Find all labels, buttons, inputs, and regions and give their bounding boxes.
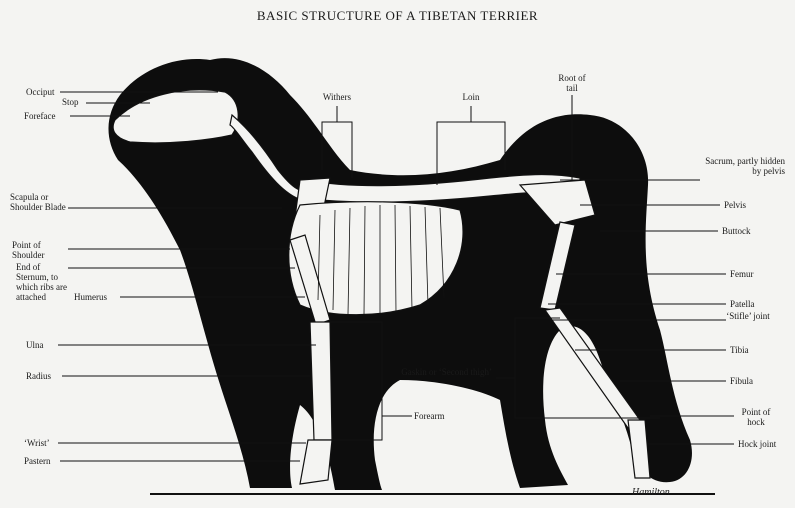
label-radius: Radius bbox=[26, 371, 51, 381]
label-withers: Withers bbox=[310, 92, 364, 102]
label-fibula: Fibula bbox=[730, 376, 753, 386]
label-loin: Loin bbox=[444, 92, 498, 102]
label-pastern: Pastern bbox=[24, 456, 51, 466]
label-end-of-sternum: End of Sternum, to which ribs are attach… bbox=[16, 262, 68, 302]
label-wrist: ‘Wrist’ bbox=[24, 438, 50, 448]
label-root-of-tail: Root of tail bbox=[552, 73, 592, 93]
label-ulna: Ulna bbox=[26, 340, 44, 350]
label-foreface: Foreface bbox=[24, 111, 55, 121]
label-occiput: Occiput bbox=[26, 87, 55, 97]
front-pastern bbox=[300, 440, 332, 484]
label-tibia: Tibia bbox=[730, 345, 749, 355]
label-sacrum: Sacrum, partly hidden by pelvis bbox=[700, 156, 785, 176]
label-scapula: Scapula or Shoulder Blade bbox=[10, 192, 68, 212]
label-point-of-hock: Point of hock bbox=[736, 407, 776, 427]
label-hock-joint: Hock joint bbox=[738, 439, 776, 449]
artist-signature: Hamilton bbox=[632, 488, 670, 498]
label-buttock: Buttock bbox=[722, 226, 751, 236]
label-stifle-joint: ‘Stifle’ joint bbox=[724, 311, 772, 321]
label-patella: Patella bbox=[730, 299, 755, 309]
label-forearm: Forearm bbox=[414, 411, 445, 421]
label-pelvis: Pelvis bbox=[724, 200, 746, 210]
label-point-of-shoulder: Point of Shoulder bbox=[12, 240, 62, 260]
forearm-bones bbox=[310, 322, 332, 440]
label-gaskin: Gaskin or ‘Second thigh’ bbox=[400, 367, 492, 377]
label-humerus: Humerus bbox=[74, 292, 107, 302]
label-stop: Stop bbox=[62, 97, 79, 107]
label-femur: Femur bbox=[730, 269, 754, 279]
